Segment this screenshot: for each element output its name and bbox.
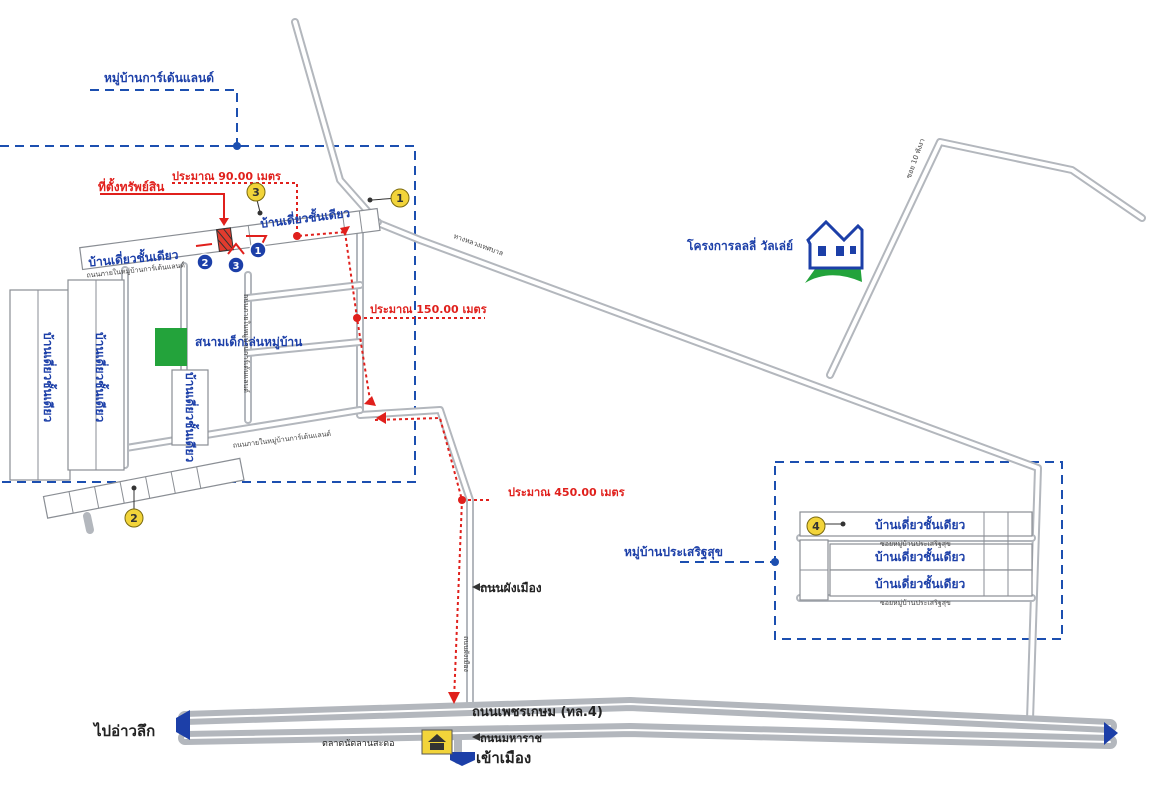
marker-1[interactable] <box>390 188 410 208</box>
lily-valley-label: โครงการลลลี่ วัลเล่ย์ <box>686 237 793 253</box>
municipal-highway <box>374 219 1042 724</box>
phang-mueang-label: ถนนผังเมือง <box>480 581 542 595</box>
prasert-suk-lots <box>799 511 1033 601</box>
prasert-suk-label: หมู่บ้านประเสริฐสุข <box>624 545 723 560</box>
prasert-suk-boundary <box>774 461 1063 640</box>
arrow-icon <box>364 396 376 406</box>
prasert-soi-label-2: ซอยหมู่บ้านประเสริฐสุข <box>880 599 951 607</box>
arrow-icon <box>219 218 229 226</box>
svg-text:2: 2 <box>202 258 209 269</box>
left-col-3-label: บ้านเดี่ยวชั้นเดียว <box>183 372 200 462</box>
inner-road-label: ถนนภายในหมู่บ้านการ์เด้นแลนด์ <box>242 294 251 393</box>
arrow-icon <box>472 733 480 741</box>
marker-2[interactable] <box>124 508 144 528</box>
photo-markers: 1 2 3 <box>195 235 268 274</box>
arrow-icon <box>340 226 350 236</box>
arrow-icon <box>448 692 460 704</box>
garden-land-lots <box>9 207 381 519</box>
photo-marker-2[interactable] <box>196 253 214 271</box>
left-col-2-label: บ้านเดี่ยวชั้นเดียว <box>93 332 110 422</box>
svg-text:1: 1 <box>396 192 404 205</box>
phang-vertical-label: ถนนผังเมือง <box>462 636 470 672</box>
prasert-row-1-label: บ้านเดี่ยวชั้นเดียว <box>875 515 965 532</box>
svg-text:4: 4 <box>812 520 820 533</box>
east-arrow-icon <box>1104 722 1118 745</box>
svg-text:2: 2 <box>130 512 138 525</box>
phang-mueang-pointer <box>472 583 500 741</box>
photo-marker-3[interactable] <box>227 256 245 274</box>
market-label: ตลาดนัดลานสะดอ <box>322 739 395 749</box>
arrow-icon <box>376 412 386 424</box>
maharat-label: ถนนมหาราช <box>480 732 542 745</box>
prasert-row-2-label: บ้านเดี่ยวชั้นเดียว <box>875 547 965 564</box>
to-town-label: เข้าเมือง <box>476 749 531 767</box>
boundary-lines <box>0 89 1063 640</box>
marker-4[interactable] <box>806 516 826 536</box>
distance-markers <box>100 182 490 704</box>
west-arrow-icon <box>176 710 190 740</box>
north-road <box>291 18 382 227</box>
property-location-label: ที่ตั้งทรัพย์สิน <box>98 177 165 194</box>
garden-land-label: หมู่บ้านการ์เด้นแลนด์ <box>104 71 214 86</box>
house-icon <box>805 219 864 283</box>
left-col-1-label: บ้านเดี่ยวชั้นเดียว <box>41 332 58 422</box>
photo-marker-1[interactable] <box>249 241 267 259</box>
soi-10-road <box>826 138 1146 379</box>
svg-text:3: 3 <box>233 261 240 272</box>
garden-land-leader <box>90 89 238 146</box>
svg-text:1: 1 <box>255 246 262 257</box>
market-icon <box>421 729 453 755</box>
prasert-row-3-label: บ้านเดี่ยวชั้นเดียว <box>875 574 965 591</box>
playground-label: สนามเด็กเล่นหมู่บ้าน <box>195 334 303 350</box>
boundary-dot <box>771 558 779 566</box>
arrow-icon <box>472 583 480 591</box>
to-town-arrow-icon <box>450 752 475 766</box>
to-ao-luek-label: ไปอ่าวลึก <box>92 721 155 740</box>
boundary-dot <box>233 142 241 150</box>
marker-3[interactable] <box>246 182 266 202</box>
distance-150-label: ประมาณ 150.00 เมตร <box>370 303 487 316</box>
phetkasem-road-upper <box>178 697 1117 733</box>
distance-90-label: ประมาณ 90.00 เมตร <box>172 170 281 183</box>
distance-450-label: ประมาณ 450.00 เมตร <box>508 486 625 499</box>
svg-text:3: 3 <box>252 186 260 199</box>
prasert-soi-label: ซอยหมู่บ้านประเสริฐสุข <box>880 540 951 548</box>
playground-square <box>155 328 187 366</box>
yellow-markers: 1 2 3 4 <box>124 182 846 536</box>
phetkasem-label: ถนนเพชรเกษม (ทล.4) <box>472 705 603 720</box>
